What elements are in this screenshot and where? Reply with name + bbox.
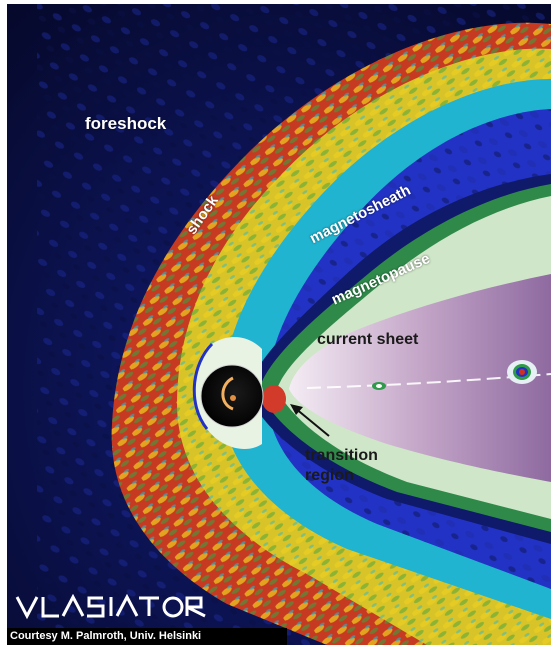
label-transition-region: transition region xyxy=(305,446,378,486)
plasmoid-ring xyxy=(507,360,537,384)
vlasiator-logo xyxy=(15,594,206,620)
label-transition-line2: region xyxy=(305,467,354,484)
image-credit: Courtesy M. Palmroth, Univ. Helsinki xyxy=(7,628,287,645)
vlasiator-simulation-visual xyxy=(7,4,551,645)
label-current-sheet: current sheet xyxy=(317,331,419,348)
label-foreshock: foreshock xyxy=(85,114,167,133)
label-transition-line1: transition xyxy=(305,447,378,464)
simulation-image: foreshock shock magnetosheath magnetopau… xyxy=(7,4,551,645)
